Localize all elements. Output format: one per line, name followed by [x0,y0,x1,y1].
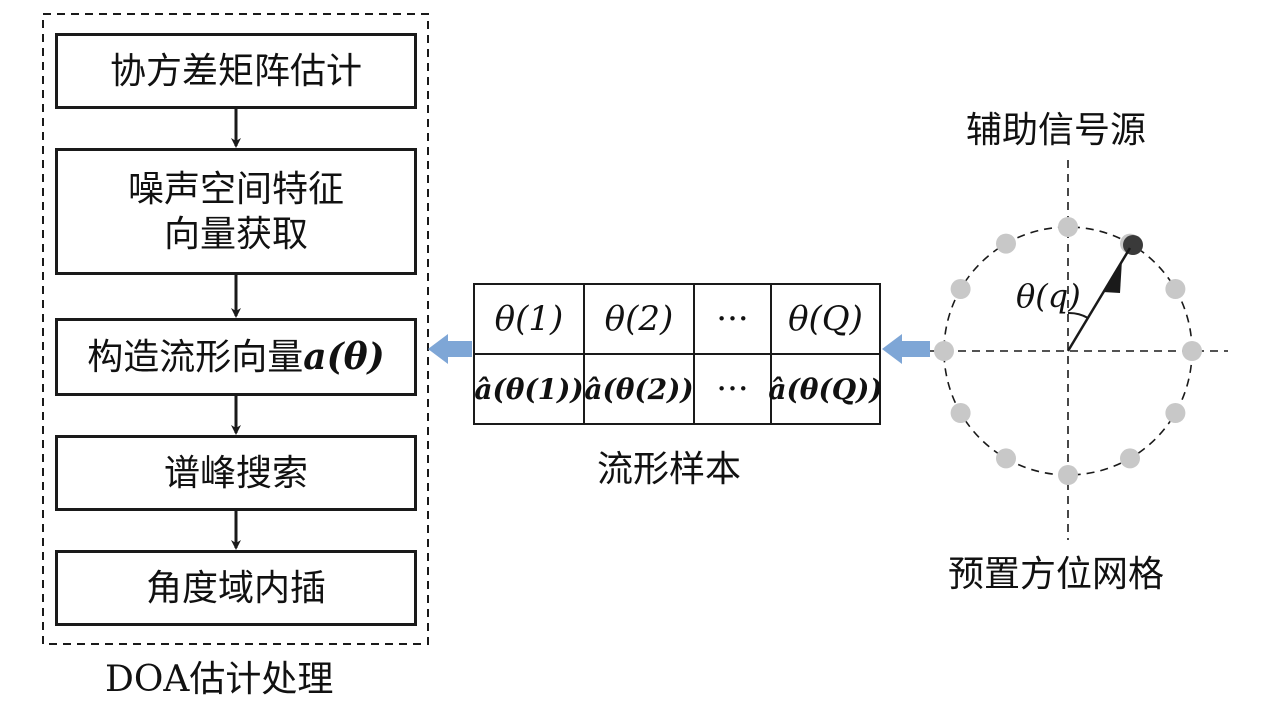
step-angle-interpolation: 角度域内插 [55,550,417,626]
sample-theta-2: θ(2) [604,299,674,339]
grid-point [1165,279,1186,299]
step-noise-subspace: 噪声空间特征 向量获取 [55,148,417,275]
grid-point [1058,465,1078,485]
source-ray-arrowhead [1103,260,1122,293]
grid-point [1182,341,1202,361]
step-manifold-math: a(θ) [303,335,385,378]
aux-source-label: 辅助信号源 [966,110,1147,151]
samples-table [473,283,881,425]
grid-points [934,217,1202,485]
step-peak-search: 谱峰搜索 [55,435,417,511]
pipeline-caption: DOA估计处理 [105,659,334,700]
pipeline-frame [42,13,429,645]
sample-theta-ellipsis: ··· [716,299,749,339]
angle-arc [1067,311,1089,319]
step-interp-label: 角度域内插 [145,567,326,609]
grid-point [950,403,971,423]
grid-point [934,341,954,361]
step-peak-label: 谱峰搜索 [163,452,308,494]
sample-theta-q: θ(Q) [788,299,863,339]
step-covariance-label: 协方差矩阵估计 [109,50,362,92]
grid-point [950,279,971,299]
angle-label: θ(q) [1016,277,1081,315]
blue-arrow-left [428,334,472,364]
blue-arrow-right [882,334,930,364]
grid-point [1058,217,1078,237]
sample-vector-1: â(θ(1)) [474,372,584,406]
samples-caption: 流形样本 [597,449,742,490]
grid-point [996,448,1016,469]
sample-vector-2: â(θ(2)) [584,372,694,406]
grid-point [996,233,1016,254]
preset-grid-label: 预置方位网格 [948,554,1165,595]
sample-vector-q: â(θ(Q)) [768,372,883,406]
step-noise-label-line2: 向量获取 [163,213,308,255]
sample-vector-ellipsis: ··· [716,369,749,409]
sample-theta-1: θ(1) [494,299,564,339]
aux-source-point [1123,235,1143,255]
grid-point [1120,448,1140,469]
step-manifold-label: 构造流形向量 [87,336,304,378]
step-covariance-estimation: 协方差矩阵估计 [55,33,417,109]
step-noise-label-line1: 噪声空间特征 [127,168,344,210]
grid-point [1165,403,1186,423]
